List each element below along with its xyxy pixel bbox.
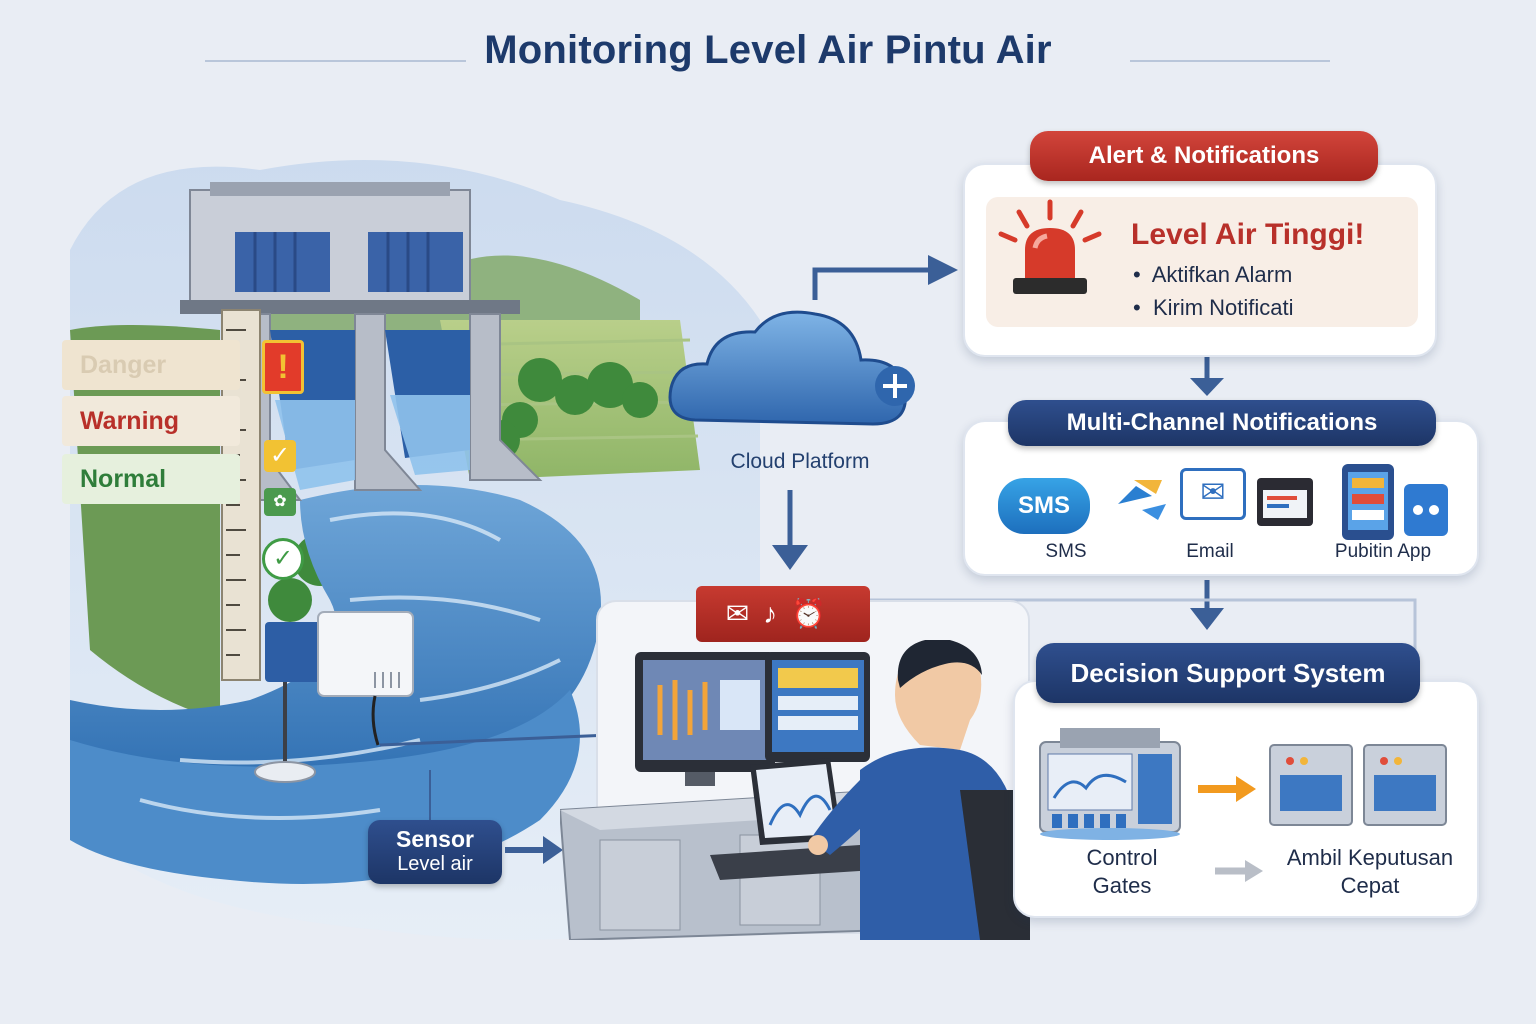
- alert-header: Alert & Notifications: [1030, 131, 1378, 181]
- sms-label: SMS: [1045, 541, 1087, 562]
- siren-icon: [998, 199, 1102, 294]
- share-arrows-icon: [1118, 480, 1166, 520]
- gates-building-icon: [1269, 744, 1447, 826]
- notify-icons-bar: ✉♪⏰: [696, 586, 870, 642]
- alert-action-1-text: Aktifkan Alarm: [1151, 262, 1293, 287]
- sensor-label-box: Sensor Level air: [368, 820, 502, 884]
- warning-check-icon: ✓: [264, 440, 296, 472]
- decide-quickly-label: Ambil Keputusan Cepat: [1286, 845, 1454, 898]
- cloud-platform-label: Cloud Platform: [730, 450, 870, 473]
- channels-header: Multi-Channel Notifications: [1008, 400, 1436, 446]
- sprout-icon: ✿: [264, 488, 296, 516]
- sms-bubble-icon: SMS: [998, 478, 1090, 534]
- level-normal-label: Normal: [62, 454, 240, 504]
- sensor-subtitle: Level air: [397, 853, 473, 875]
- sms-badge-text: SMS: [1017, 492, 1070, 519]
- alert-headline: Level Air Tinggi!: [1131, 218, 1365, 251]
- email-label: Email: [1186, 541, 1234, 562]
- email-icon: ✉: [1180, 468, 1246, 520]
- sensor-title: Sensor: [396, 826, 474, 852]
- level-warning-label: Warning: [62, 396, 240, 446]
- alarm-clock-icon: ⏰: [791, 598, 841, 629]
- alert-action-1: • Aktifkan Alarm: [1133, 262, 1293, 287]
- alert-action-2: • Kirim Notificati: [1133, 295, 1294, 320]
- app-label: Pubitin App: [1334, 541, 1432, 562]
- page-title: Monitoring Level Air Pintu Air: [466, 28, 1070, 73]
- danger-indicator-icon: !: [262, 340, 304, 394]
- mail-alert-icon: ✉: [725, 598, 764, 629]
- title-rule-left: [205, 60, 495, 62]
- bell-icon: ♪: [763, 598, 792, 629]
- level-danger-label: Danger: [62, 340, 240, 390]
- alert-action-2-text: Kirim Notificati: [1152, 295, 1294, 320]
- grey-arrow-icon: [1215, 860, 1263, 882]
- control-gates-label: Control Gates: [1086, 845, 1158, 898]
- mobile-app-icon: [1342, 464, 1448, 540]
- workstation-illustration: [560, 640, 1030, 940]
- dss-header: Decision Support System: [1036, 643, 1420, 703]
- title-rule-right: [1130, 60, 1330, 62]
- decision-arrow-icon: [1198, 776, 1256, 802]
- sensor-arrow: [505, 836, 563, 864]
- dashboard-icon: [1257, 478, 1313, 526]
- cloud-icon: [668, 310, 915, 426]
- control-gates-icon: [1039, 728, 1181, 840]
- normal-check-icon: ✓: [262, 538, 304, 580]
